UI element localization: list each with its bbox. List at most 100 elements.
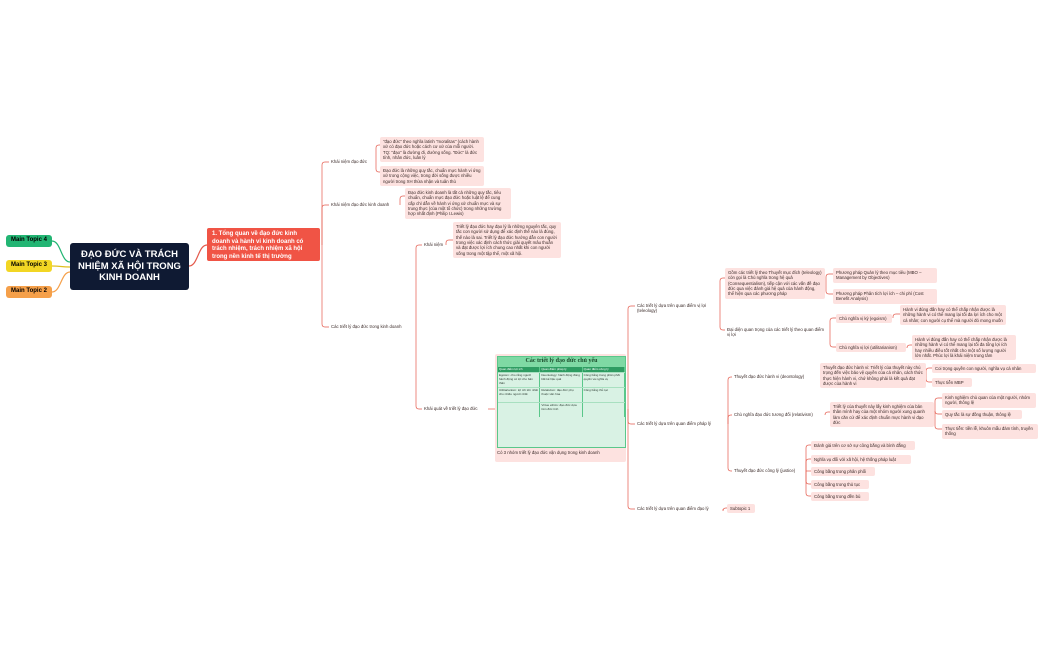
connector-line [627, 409, 635, 425]
note-dao-duc-1[interactable]: "đạo đức" theo nghĩa latinh "moralitas" … [380, 137, 484, 163]
connector-line [892, 313, 900, 318]
connector-line [375, 144, 380, 162]
note-justice-4[interactable]: Công bằng trong thủ tục [811, 480, 869, 490]
connector-line [719, 306, 725, 331]
note-justice-2[interactable]: Nghĩa vụ đối với xã hội, hệ thống pháp l… [811, 455, 911, 465]
branch-dao-ly[interactable]: Các triết lý dựa trên quan điểm đạo lý [637, 506, 709, 511]
connector-line [925, 367, 932, 373]
branch-khai-niem-dao-duc[interactable]: Khái niệm đạo đức [331, 159, 368, 164]
branch-vi-loi[interactable]: Các triết lý dựa trên quan điểm vị lợi (… [637, 303, 707, 314]
table-caption: Có 3 nhóm triết lý đạo đức vận dụng tron… [497, 450, 600, 455]
connector-line [445, 239, 453, 245]
triet-ly-table: Các triết lý đạo đức chủ yếu Quan điểm l… [497, 356, 626, 448]
connector-line [727, 376, 732, 424]
subtopic-1[interactable]: Subtopic 1 [727, 504, 755, 514]
connector-khai-niem-ddkd [321, 204, 329, 245]
table-header-cell: Quan điểm pháp lý [540, 366, 583, 373]
node-utilitarianism[interactable]: Chủ nghĩa vị lợi (utilitarianism) [836, 343, 906, 353]
note-quy-tac[interactable]: Quy tắc là sự đồng thuận, thông lệ [942, 410, 1022, 420]
note-kinh-nghiem[interactable]: Kinh nghiệm chủ quan của một người, nhóm… [942, 393, 1036, 408]
connector-line [824, 411, 830, 416]
table-cell: Egoism: cho rằng người hành động có lợi … [498, 373, 541, 388]
table-title: Các triết lý đạo đức chủ yếu [498, 357, 625, 367]
branch-relativism[interactable]: Chủ nghĩa đạo đức tương đối (relativism) [734, 412, 813, 417]
connector-main-topic-2 [51, 271, 71, 293]
table-cell: Relativism: đạo đức phụ thuộc văn hóa [540, 388, 583, 403]
table-cell: Công bằng trong phân phối quyền và nghĩa… [583, 373, 625, 388]
connector-line [722, 507, 727, 512]
connector-line [925, 373, 932, 383]
connector-line [805, 458, 811, 471]
connector-line [934, 410, 942, 415]
branch-justice[interactable]: Thuyết đạo đức công lý (justice) [734, 468, 796, 473]
main-topic-4[interactable]: Main Topic 4 [6, 235, 52, 247]
note-mbp[interactable]: Thực tiễn MBP [932, 378, 972, 388]
note-khai-niem-triet-ly[interactable]: Triết lý đạo đức hay đạo lý là những ngu… [453, 222, 561, 259]
note-relativism[interactable]: Triết lý của thuyết này lấy kinh nghiệm … [830, 402, 934, 428]
topic-1-overview[interactable]: 1. Tổng quan về đạo đức kinh doanh và hà… [207, 228, 320, 261]
branch-phap-ly[interactable]: Các triết lý dựa trên quan điểm pháp lý [637, 421, 712, 426]
main-topic-3[interactable]: Main Topic 3 [6, 260, 52, 272]
note-justice-1[interactable]: Đánh giá trên cơ sở sự công bằng và bình… [811, 441, 915, 451]
note-utilitarianism[interactable]: Hành vi đúng đắn hay có thể chấp nhận đư… [912, 335, 1016, 361]
connector-line [627, 409, 635, 510]
main-topic-2[interactable]: Main Topic 2 [6, 286, 52, 298]
table-cell: Virtue ethics: đạo đức dựa trên đức tính [540, 403, 583, 418]
connector-line [906, 344, 912, 349]
connector-line [415, 327, 422, 410]
connector-line [719, 277, 725, 306]
connector-khai-niem-dao-duc [321, 161, 329, 245]
connector-line [805, 471, 811, 497]
connector-line [829, 317, 836, 330]
note-ddkd[interactable]: Đạo đức kinh doanh là tất cả những quy t… [405, 188, 511, 219]
connector-line [825, 278, 833, 295]
table-header-cell: Quan điểm lợi ích [498, 366, 541, 373]
triet-ly-table-node[interactable]: Các triết lý đạo đức chủ yếu Quan điểm l… [495, 354, 626, 462]
branch-khai-quat[interactable]: Khái quát về triết lý đạo đức [424, 406, 478, 411]
note-dao-duc-2[interactable]: Đạo đức là những quy tắc, chuẩn mực hành… [380, 166, 484, 187]
connector-line [829, 330, 836, 348]
node-egoism[interactable]: Chủ nghĩa vị kỷ (egoism) [836, 314, 892, 324]
table-cell: Công bằng thủ tục [583, 388, 625, 403]
branch-dai-dien[interactable]: Đại diện quan trọng của các triết lý the… [727, 327, 824, 338]
table-header: Quan điểm lợi ích Quan điểm pháp lý Quan… [498, 366, 625, 373]
note-quyen-con-nguoi[interactable]: Coi trọng quyền con người, nghĩa vụ cá n… [932, 364, 1036, 374]
note-thuc-tien[interactable]: Thực tiễn: tiền lễ, khuôn mẫu đàm tính, … [942, 424, 1038, 439]
table-header-cell: Quan điểm công lý [583, 366, 625, 373]
connector-line [727, 414, 732, 424]
connector-topic-1 [188, 244, 208, 267]
table-row: Virtue ethics: đạo đức dựa trên đức tính [498, 402, 625, 418]
connector-line [805, 444, 811, 471]
table-row: Egoism: cho rằng người hành động có lợi … [498, 372, 625, 388]
branch-triet-ly[interactable]: Các triết lý đạo đức trong kinh doanh [331, 324, 402, 329]
connector-line [934, 412, 942, 430]
note-egoism[interactable]: Hành vi đúng đắn hay có thể chấp nhận đư… [900, 305, 1006, 326]
branch-khai-niem[interactable]: Khái niệm [424, 242, 444, 247]
table-cell: Utilitarianism: lợi ích lớn nhất cho nhi… [498, 388, 541, 403]
root-topic[interactable]: ĐẠO ĐỨC VÀ TRÁCH NHIỆM XÃ HỘI TRONG KINH… [70, 243, 189, 290]
connector-main-topic-4 [51, 240, 71, 263]
connector-line [415, 244, 422, 327]
note-teleology[interactable]: Gồm các triết lý theo Thuyết mục đích (t… [725, 268, 825, 299]
connector-line [727, 424, 732, 472]
connector-line [399, 195, 405, 205]
connector-line [375, 162, 380, 173]
table-cell [583, 403, 625, 418]
note-deontology[interactable]: Thuyết đạo đức hành vi: Triết lý của thu… [820, 363, 926, 389]
connector-triet-ly [321, 245, 329, 328]
table-row: Utilitarianism: lợi ích lớn nhất cho nhi… [498, 387, 625, 403]
note-mbo[interactable]: Phương pháp Quản lý theo mục tiêu (MBO –… [833, 268, 937, 283]
note-justice-3[interactable]: Công bằng trong phân phối [811, 467, 875, 477]
connector-line [825, 273, 833, 278]
branch-khai-niem-ddkd[interactable]: Khái niệm đạo đức kinh doanh [331, 202, 390, 207]
table-cell: Deontology: hành động đúng bất kể hậu qu… [540, 373, 583, 388]
note-cba[interactable]: Phương pháp Phân tích lợi ích – chi phí … [833, 289, 937, 304]
connector-line [934, 397, 942, 412]
note-justice-5[interactable]: Công bằng trong đền bù [811, 492, 869, 502]
connector-main-topic-3 [51, 265, 71, 268]
connector-line [627, 305, 635, 409]
table-cell [498, 403, 541, 418]
branch-deontology[interactable]: Thuyết đạo đức hành vi (deontology) [734, 374, 805, 379]
